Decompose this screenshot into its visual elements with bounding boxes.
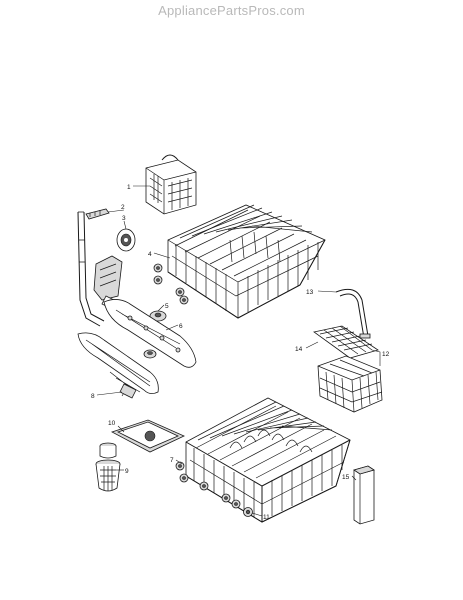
callout-12: 12	[382, 351, 390, 358]
part-9-filter-cup[interactable]	[95, 442, 121, 492]
part-10-filter-plate[interactable]	[110, 419, 185, 453]
part-4-upper-rack[interactable]	[153, 204, 326, 319]
part-14-basket-lid[interactable]	[313, 325, 379, 359]
part-7-lower-rack[interactable]	[175, 397, 351, 523]
part-8-lower-spray-arm[interactable]	[77, 332, 159, 399]
callout-6: 6	[179, 323, 183, 330]
callout-11: 11	[263, 514, 270, 521]
callout-7: 7	[170, 457, 174, 464]
callout-13: 13	[306, 289, 314, 296]
callout-4: 4	[148, 251, 152, 258]
callout-8: 8	[91, 393, 95, 400]
part-1-silverware-basket[interactable]	[145, 154, 197, 215]
part-2-rail-clip[interactable]	[85, 208, 110, 220]
callout-5: 5	[165, 303, 169, 310]
watermark: AppliancePartsPros.com	[158, 3, 305, 18]
callout-15: 15	[342, 474, 350, 481]
leader-lines	[96, 185, 381, 517]
part-11-wheel[interactable]	[243, 507, 253, 517]
supply-tube[interactable]	[77, 211, 105, 327]
part-3-round-cap[interactable]	[116, 228, 136, 252]
callout-9: 9	[125, 468, 129, 475]
callout-3: 3	[122, 215, 126, 222]
part-15-tall-holder[interactable]	[353, 465, 375, 525]
callout-1: 1	[127, 184, 131, 191]
part-6-middle-spray-arm[interactable]	[103, 299, 197, 368]
part-12-cutlery-basket[interactable]	[317, 355, 383, 413]
callout-14: 14	[295, 346, 303, 353]
callout-10: 10	[108, 420, 116, 427]
callout-2: 2	[121, 204, 125, 211]
callout-numbers: 1 2 3 4 5 6 7 8 9 10 11 12 13 14 15	[91, 184, 390, 521]
